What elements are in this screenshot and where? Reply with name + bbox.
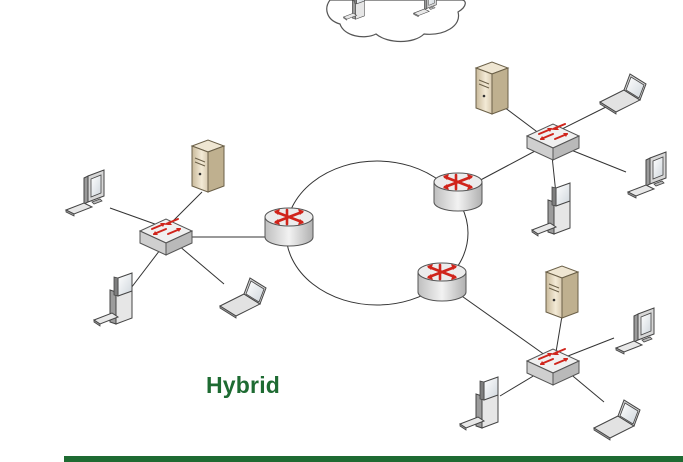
- router-icon: [263, 206, 315, 248]
- link: [177, 244, 225, 285]
- desktop-icon: [65, 169, 105, 217]
- link: [559, 103, 613, 131]
- laptop-icon: [219, 277, 267, 319]
- tower-pc-icon: [93, 272, 133, 327]
- switch-icon: [139, 218, 193, 256]
- cloud-icon: [326, 0, 466, 43]
- link: [567, 337, 615, 357]
- link: [565, 147, 627, 173]
- router-icon: [416, 261, 468, 303]
- tower-pc-icon: [531, 182, 571, 237]
- diagram-caption: Hybrid: [206, 372, 281, 398]
- desktop-icon: [627, 151, 667, 199]
- server-icon: [191, 139, 225, 193]
- link: [171, 191, 203, 223]
- laptop-icon: [599, 73, 647, 115]
- server-icon: [545, 265, 579, 319]
- link: [555, 315, 563, 353]
- switch-icon: [526, 123, 580, 161]
- link: [127, 249, 161, 293]
- router-icon: [432, 171, 484, 213]
- bottom-divider: [64, 456, 683, 462]
- desktop-icon: [615, 307, 655, 355]
- tower-pc-icon: [459, 376, 499, 431]
- server-icon: [475, 61, 509, 115]
- laptop-icon: [593, 399, 641, 441]
- link: [567, 371, 605, 403]
